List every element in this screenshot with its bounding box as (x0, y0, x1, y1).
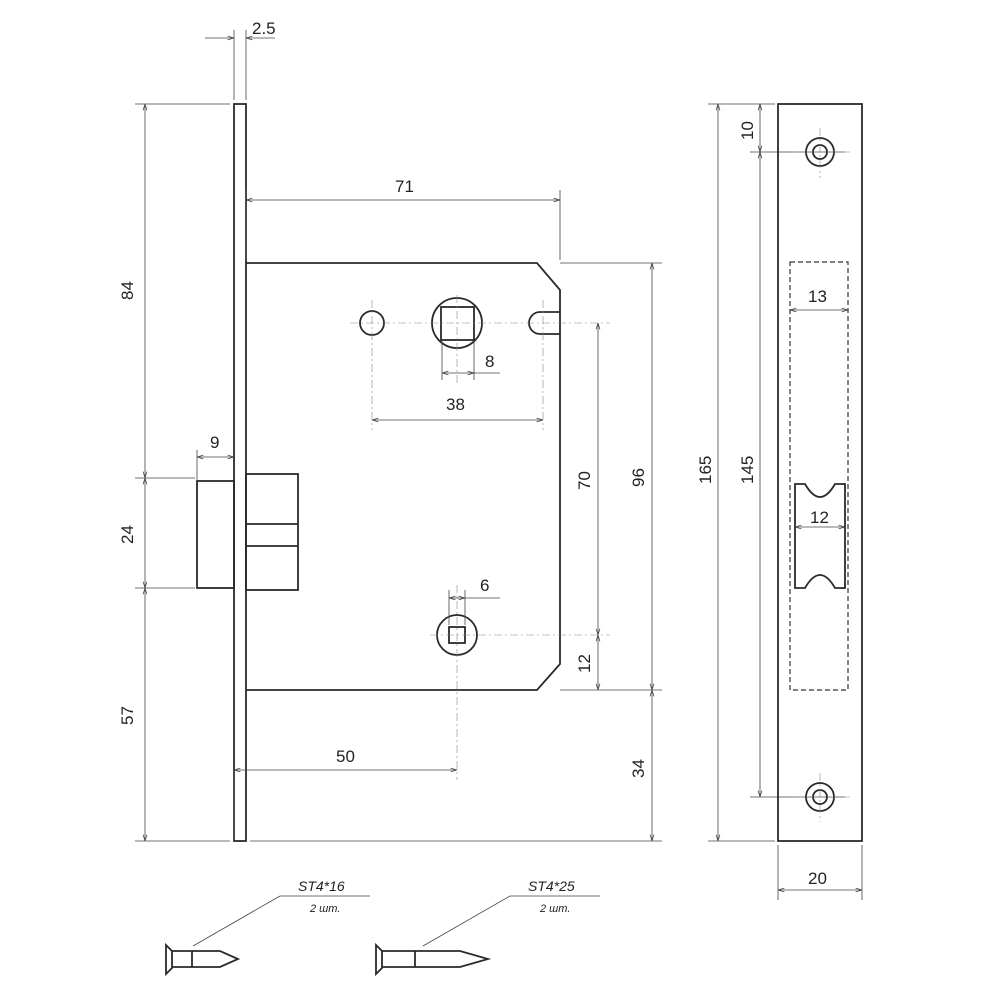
dim-latch-to-bottom: 57 (118, 706, 137, 725)
dim-faceplate-thickness: 2.5 (252, 19, 276, 38)
screw-qty-1: 2 шт. (309, 903, 340, 915)
lock-body (246, 262, 561, 691)
dim-backset: 50 (336, 747, 355, 766)
dim-plate-height: 165 (696, 456, 715, 484)
latch-housing (245, 473, 299, 591)
dim-hole-spacing: 38 (446, 395, 465, 414)
dim-top-to-latch: 84 (118, 281, 137, 300)
dim-latch-hole-width: 12 (810, 508, 829, 527)
strike-latch-opening (794, 483, 846, 589)
strike-plate (777, 103, 863, 842)
screw-st4-16 (165, 895, 370, 977)
screw-spec-2: ST4*25 (528, 878, 575, 894)
dim-body-bottom-to-plate: 34 (629, 759, 648, 778)
dim-latch-height: 24 (118, 525, 137, 544)
faceplate (233, 103, 247, 842)
dim-follower-square: 6 (480, 576, 489, 595)
dim-hole-offset: 10 (738, 121, 757, 140)
dim-pocket-width: 13 (808, 287, 827, 306)
dim-spindle-to-follower: 70 (575, 471, 594, 490)
screw-spec-1: ST4*16 (298, 878, 345, 894)
dim-plate-width: 20 (808, 869, 827, 888)
screw-st4-25 (375, 895, 600, 977)
screw-qty-2: 2 шт. (539, 903, 570, 915)
dim-latch-projection: 9 (210, 433, 219, 452)
dim-follower-to-bottom: 12 (575, 654, 594, 673)
dim-hole-center-distance: 145 (738, 456, 757, 484)
latch-bolt (196, 480, 235, 589)
dim-spindle-square: 8 (485, 352, 494, 371)
dim-body-depth: 71 (395, 177, 414, 196)
strike-pocket (789, 261, 849, 691)
dim-body-height: 96 (629, 468, 648, 487)
